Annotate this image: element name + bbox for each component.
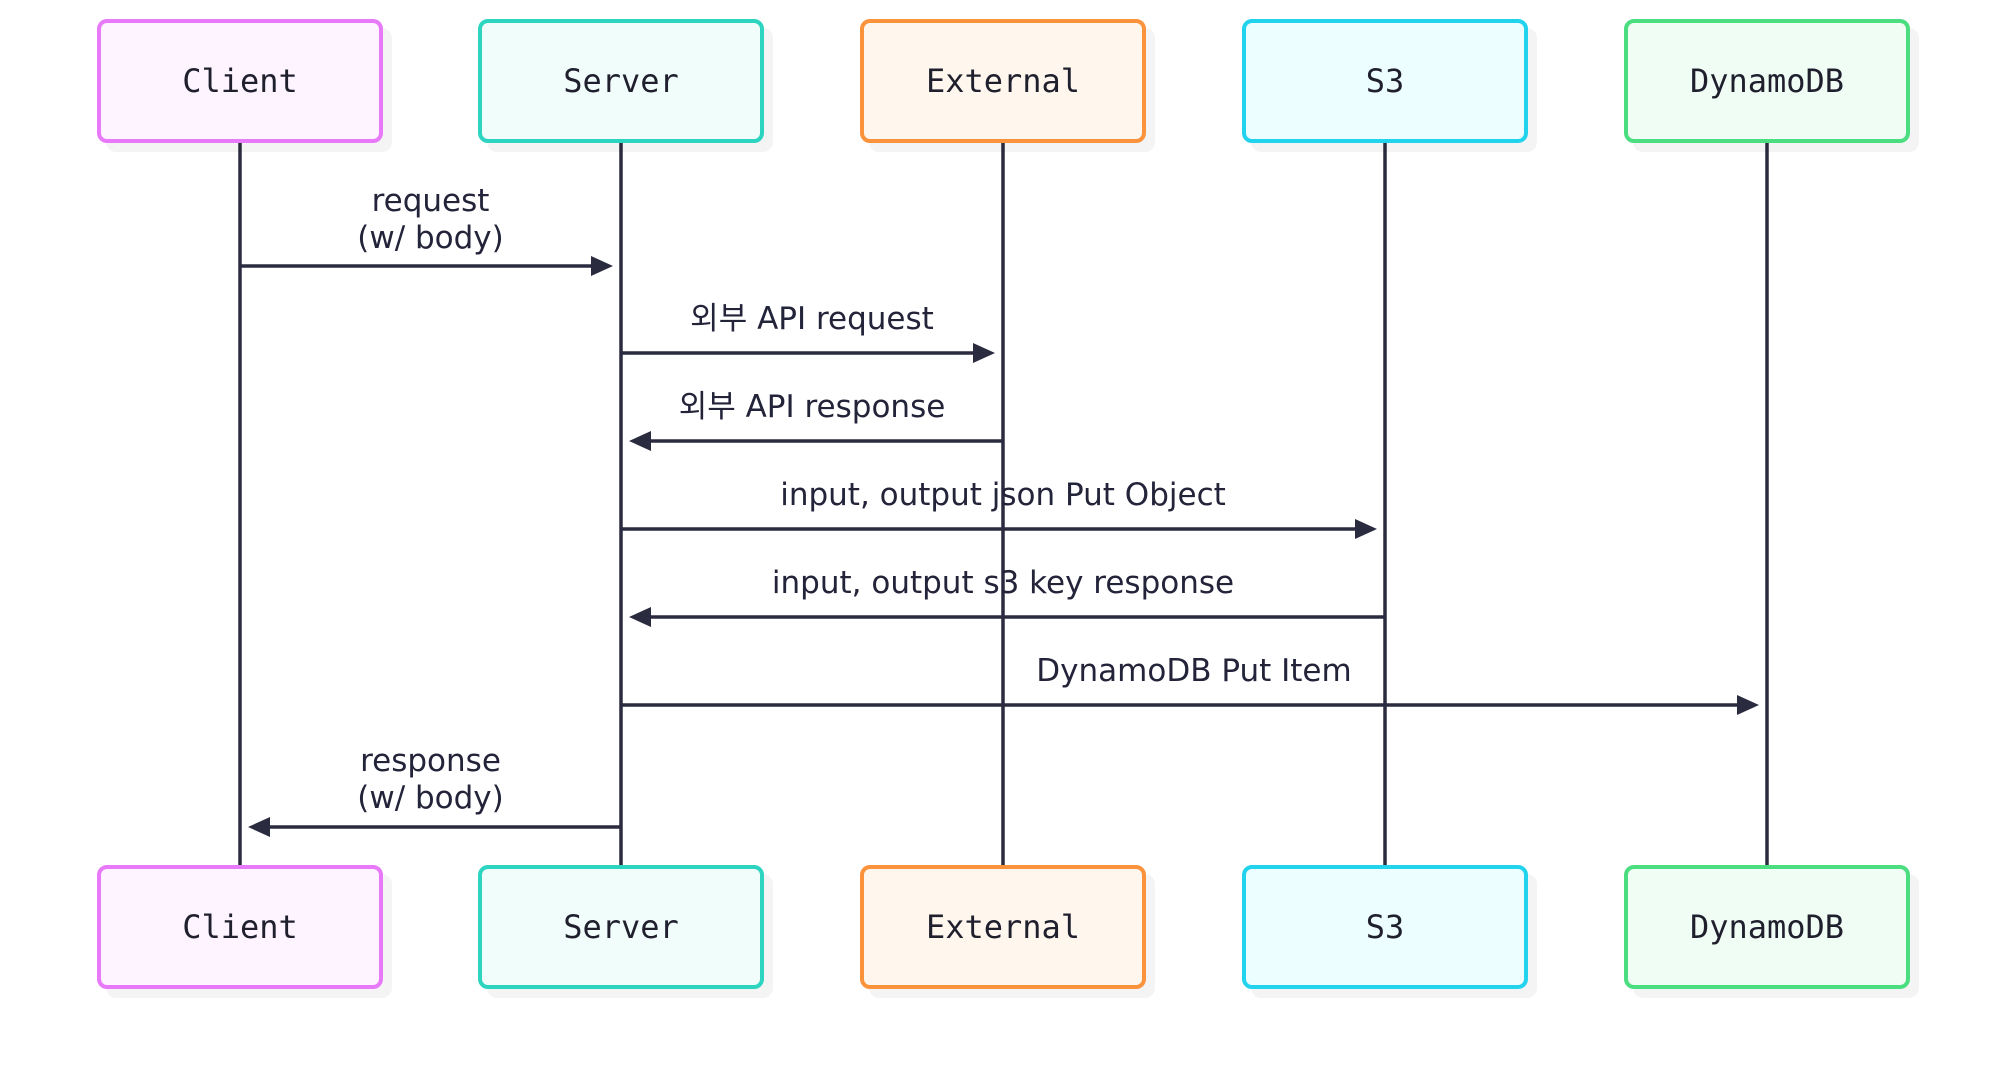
message-label: response (w/ body) <box>357 743 504 816</box>
actor-external-top: External <box>860 19 1146 143</box>
actor-server-bottom: Server <box>478 865 764 989</box>
message-label: input, output json Put Object <box>780 477 1226 513</box>
message-arrow-head <box>629 431 651 451</box>
actor-dynamodb-bottom: DynamoDB <box>1624 865 1910 989</box>
actor-client-top: Client <box>97 19 383 143</box>
message-label: 외부 API response <box>678 389 946 425</box>
message-label: DynamoDB Put Item <box>1036 653 1352 689</box>
message-arrow-head <box>629 607 651 627</box>
actor-server-top: Server <box>478 19 764 143</box>
message-arrow-head <box>973 343 995 363</box>
actor-external-bottom: External <box>860 865 1146 989</box>
message-arrow-head <box>591 256 613 276</box>
message-label: input, output s3 key response <box>771 565 1235 601</box>
actor-s3-bottom: S3 <box>1242 865 1528 989</box>
message-arrow-head <box>1737 695 1759 715</box>
message-arrow-head <box>1355 519 1377 539</box>
actor-s3-top: S3 <box>1242 19 1528 143</box>
actor-client-bottom: Client <box>97 865 383 989</box>
message-label: 외부 API request <box>690 301 934 337</box>
message-arrow-head <box>248 817 270 837</box>
actor-dynamodb-top: DynamoDB <box>1624 19 1910 143</box>
message-label: request (w/ body) <box>357 183 504 256</box>
